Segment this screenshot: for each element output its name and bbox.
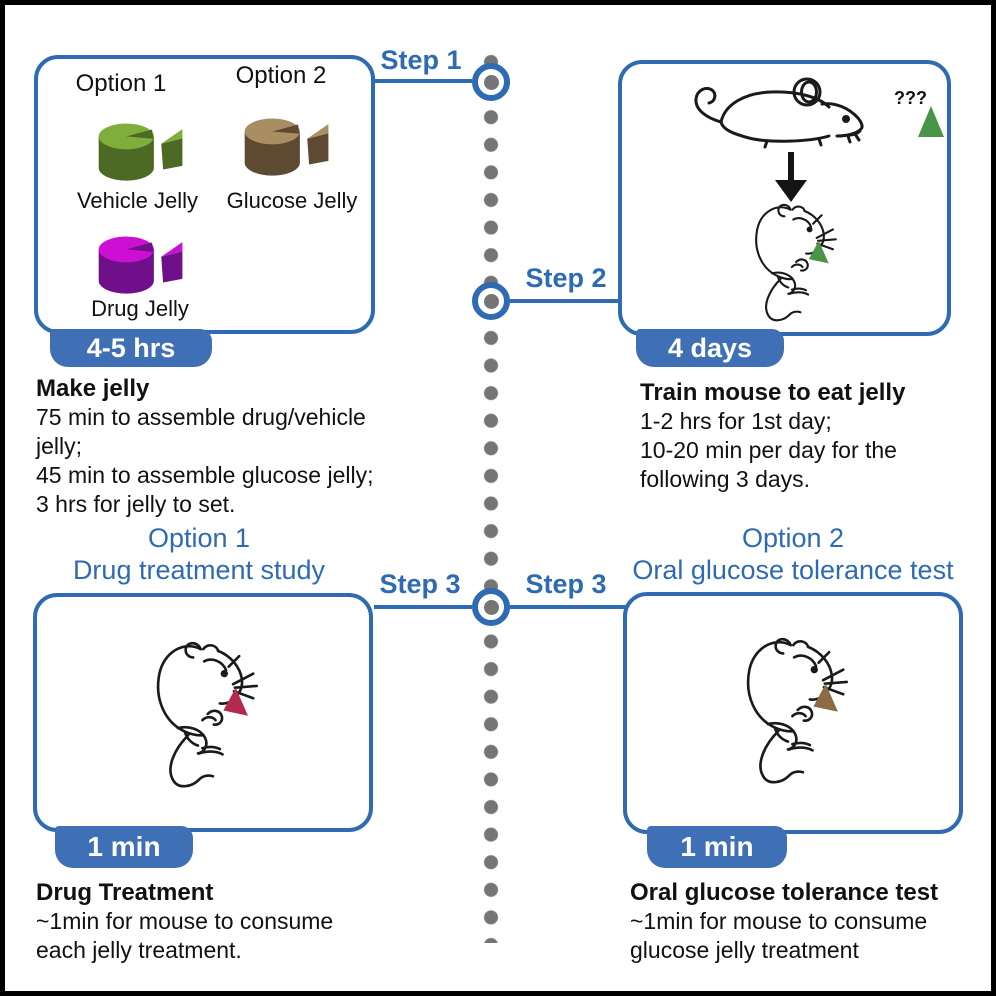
drug-study-heading: Option 1 Drug treatment study <box>33 522 365 586</box>
question-marks: ??? <box>894 88 927 108</box>
ogtt-line2: glucose jelly treatment <box>630 937 859 963</box>
ogtt-line1: ~1min for mouse to consume <box>630 908 928 934</box>
down-arrow-icon <box>775 152 807 204</box>
drug-jelly-label: Drug Jelly <box>91 296 189 321</box>
step1-marker-icon <box>472 63 510 101</box>
drug-jelly-icon <box>98 236 183 294</box>
make-jelly-line4: 3 hrs for jelly to set. <box>36 491 236 517</box>
step3-left-connector-line <box>374 605 472 609</box>
train-description: Train mouse to eat jelly 1-2 hrs for 1st… <box>640 378 905 494</box>
eating-mouse-train <box>755 203 837 322</box>
make-jelly-description: Make jelly 75 min to assemble drug/vehic… <box>36 374 374 519</box>
step1-connector-line <box>367 79 472 83</box>
green-jelly-triangle-icon <box>918 106 944 137</box>
make-jelly-title: Make jelly <box>36 375 150 402</box>
train-line3: following 3 days. <box>640 466 811 492</box>
glucose-jelly-label: Glucose Jelly <box>226 188 358 213</box>
glucose-jelly-icon <box>244 118 329 176</box>
ogtt-heading: Option 2 Oral glucose tolerance test <box>623 522 963 586</box>
train-line2: 10-20 min per day for the <box>640 437 897 463</box>
eating-mouse-ogtt <box>746 637 849 784</box>
make-jelly-duration-badge: 4-5 hrs <box>50 329 212 367</box>
green-jelly-triangle-icon <box>808 240 829 264</box>
sniffing-mouse-scene: ??? <box>694 77 944 149</box>
step3-left-label: Step 3 <box>379 569 461 599</box>
step2-connector-line <box>510 299 622 303</box>
drug-study-subtitle: Drug treatment study <box>72 555 326 585</box>
jelly-option1-label: Option 1 <box>75 70 167 97</box>
timeline-dot <box>483 74 499 90</box>
ogtt-subtitle: Oral glucose tolerance test <box>632 555 954 585</box>
red-jelly-triangle-icon <box>223 687 248 716</box>
timeline-dot <box>483 599 499 615</box>
drug-study-description: Drug Treatment ~1min for mouse to consum… <box>36 878 333 965</box>
eating-mouse-drug <box>156 641 259 788</box>
train-title: Train mouse to eat jelly <box>640 379 906 406</box>
vehicle-jelly-icon <box>98 123 183 181</box>
make-jelly-line2: jelly; <box>36 433 83 459</box>
step2-marker-icon <box>472 282 510 320</box>
ogtt-title: Oral glucose tolerance test <box>630 879 939 906</box>
make-jelly-line3: 45 min to assemble glucose jelly; <box>36 462 374 488</box>
ogtt-option-label: Option 2 <box>741 523 845 553</box>
ogtt-panel <box>623 592 963 834</box>
make-jelly-line1: 75 min to assemble drug/vehicle <box>36 404 366 430</box>
drug-study-title: Drug Treatment <box>36 879 214 906</box>
step3-marker-icon <box>472 588 510 626</box>
brown-jelly-triangle-icon <box>813 683 838 712</box>
timeline-dotted-line <box>483 48 499 943</box>
train-line1: 1-2 hrs for 1st day; <box>640 408 832 434</box>
timeline-dot <box>483 293 499 309</box>
drug-study-option-label: Option 1 <box>147 523 251 553</box>
step3-right-connector-line <box>510 605 627 609</box>
step3-right-label: Step 3 <box>525 569 607 599</box>
jelly-option2-label: Option 2 <box>235 62 327 89</box>
vehicle-jelly-label: Vehicle Jelly <box>76 188 199 213</box>
ogtt-description: Oral glucose tolerance test ~1min for mo… <box>630 878 938 965</box>
train-duration-badge: 4 days <box>636 329 784 367</box>
drug-study-line2: each jelly treatment. <box>36 937 242 963</box>
ogtt-duration-badge: 1 min <box>647 826 787 868</box>
step1-label: Step 1 <box>380 45 462 75</box>
drug-study-duration-badge: 1 min <box>55 826 193 868</box>
step2-label: Step 2 <box>525 263 607 293</box>
drug-study-panel <box>33 593 373 832</box>
drug-study-line1: ~1min for mouse to consume <box>36 908 334 934</box>
